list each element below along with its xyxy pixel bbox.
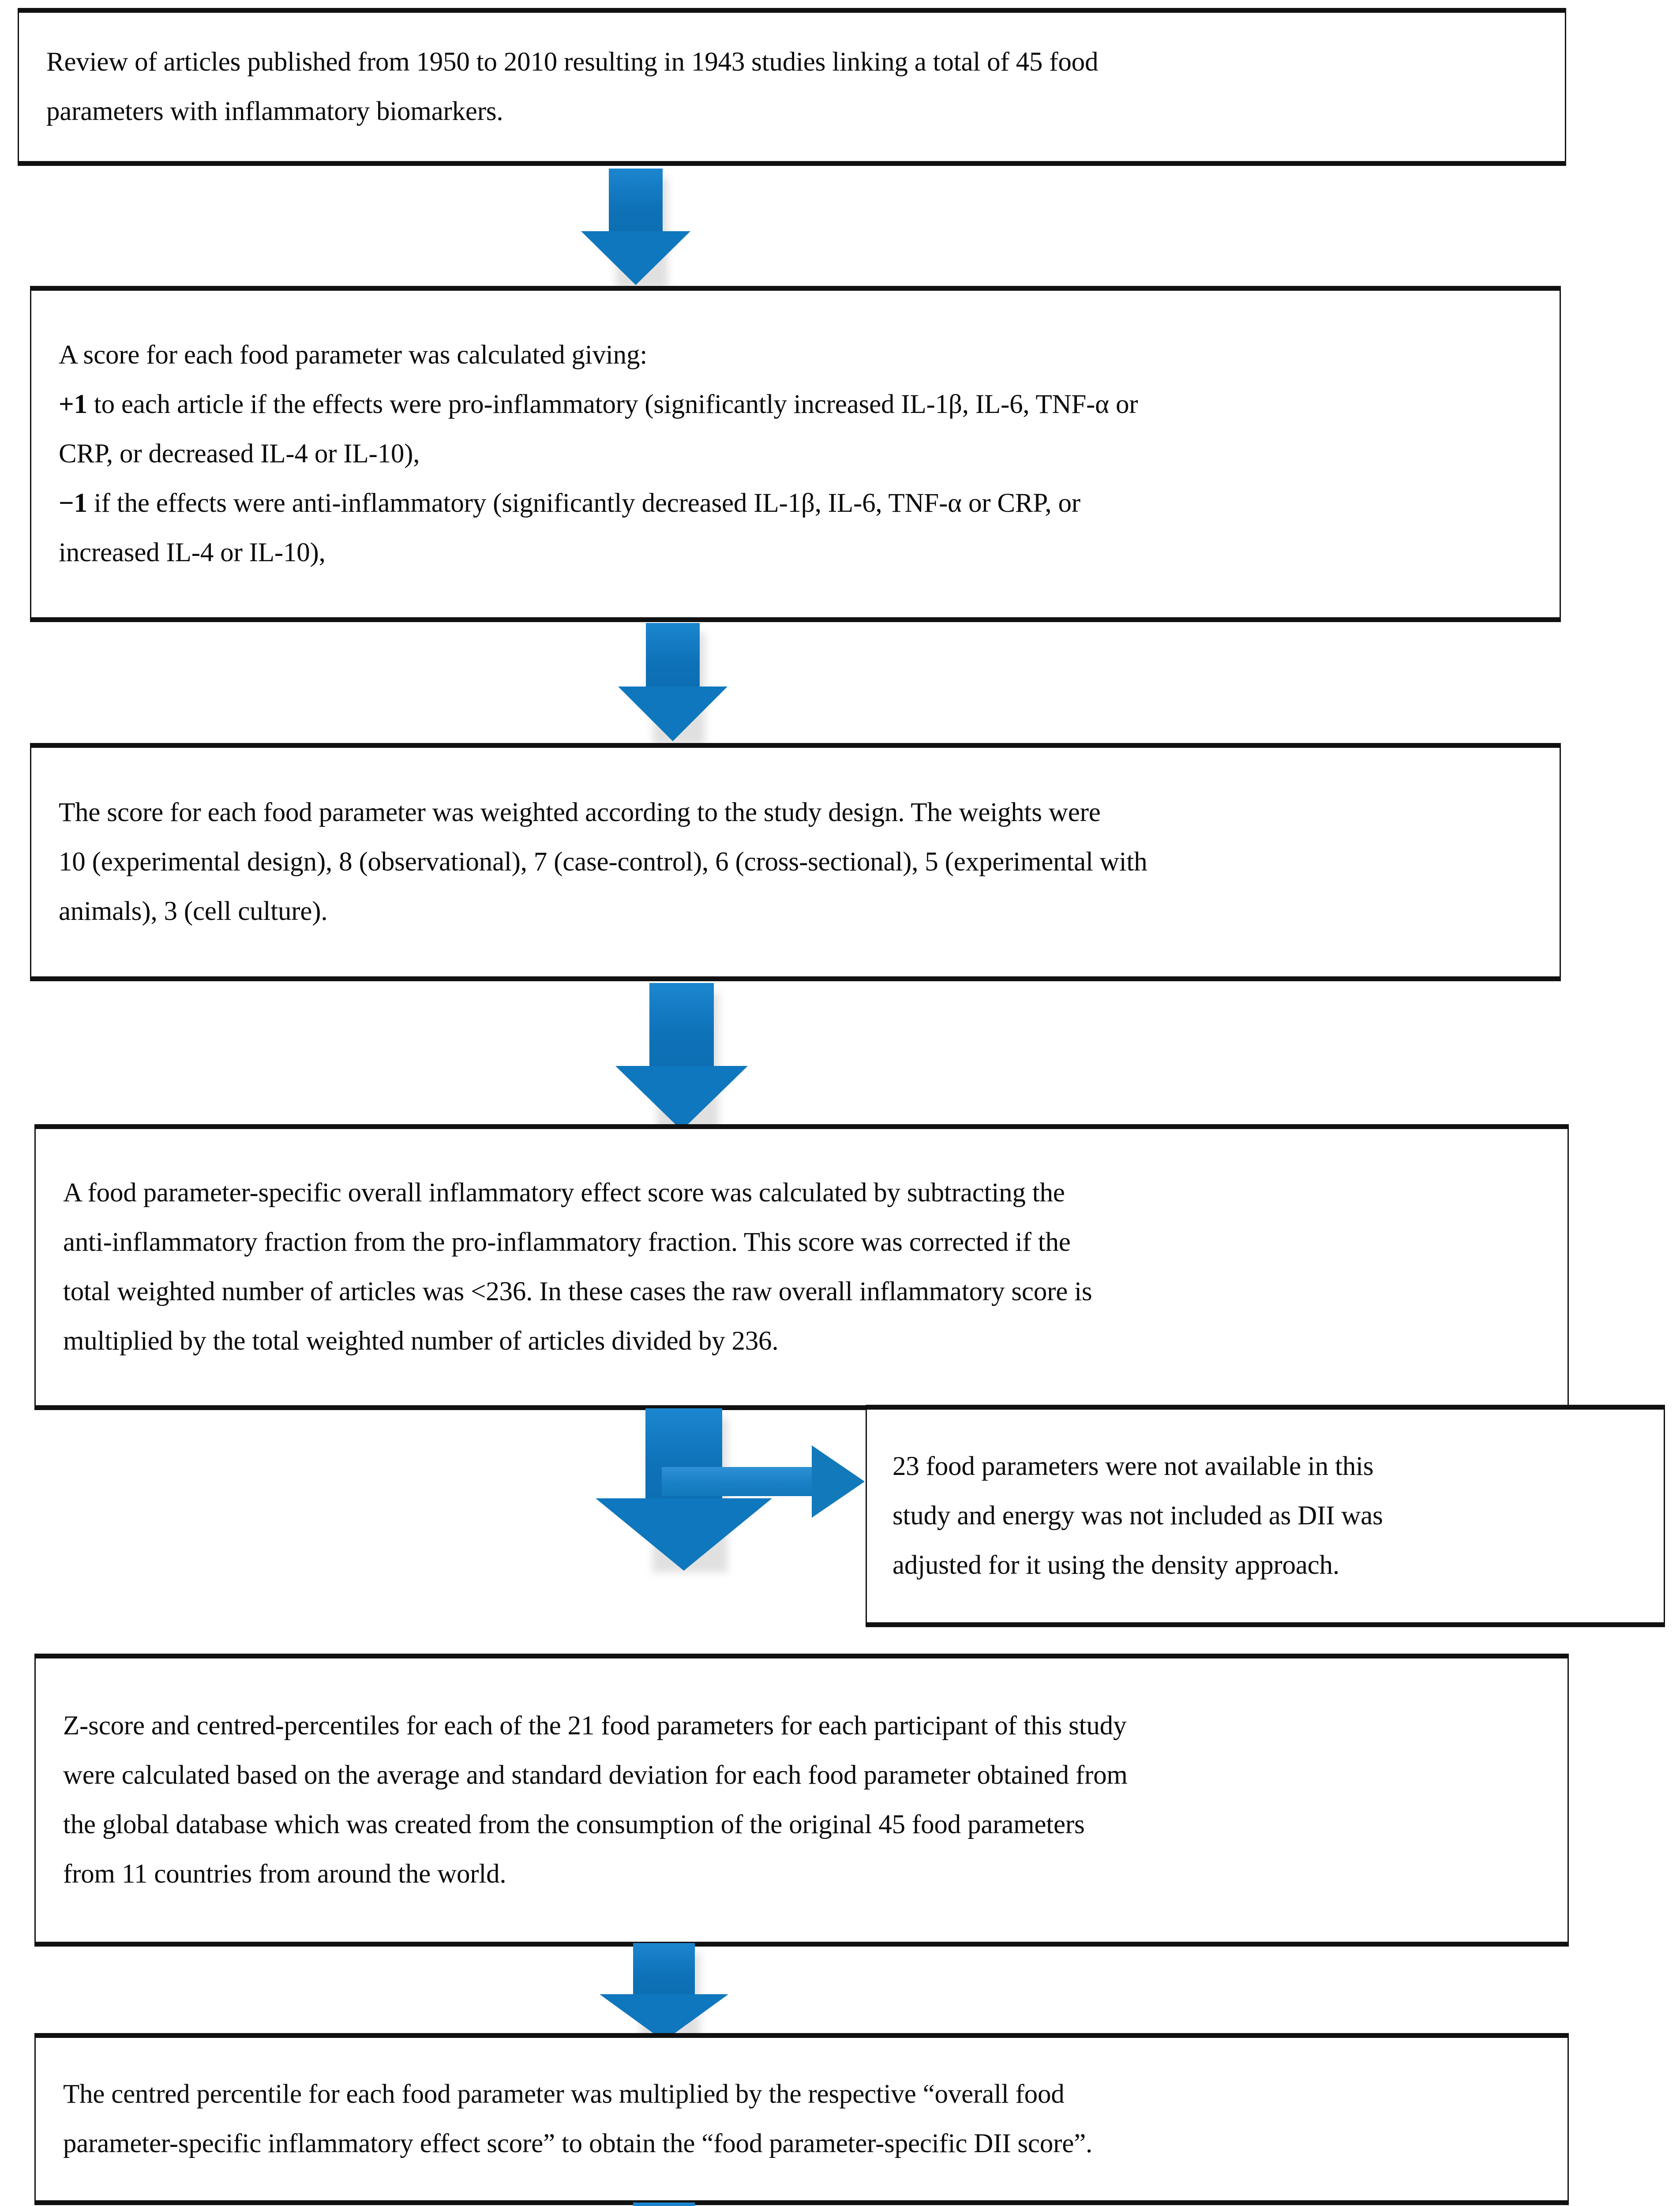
node-text-line: study and energy was not included as DII… xyxy=(892,1501,1383,1531)
arrow-shaft-horizontal xyxy=(662,1467,816,1496)
arrow-step2-to-step3 xyxy=(609,623,737,745)
arrow-head xyxy=(581,231,690,285)
arrow-step3-to-step4 xyxy=(609,983,754,1132)
arrow-head xyxy=(618,687,728,741)
flow-node-food-parameter-specific-dii-score: The centred percentile for each food par… xyxy=(34,2033,1569,2205)
node-text-line: parameters with inflammatory biomarkers. xyxy=(46,97,503,126)
score-minus-one-text: if the effects were anti-inflammatory (s… xyxy=(87,488,1080,518)
flow-node-unavailable-parameters-note: 23 food parameters were not available in… xyxy=(866,1405,1665,1627)
score-plus-one-text: to each article if the effects were pro-… xyxy=(87,390,1138,419)
flow-node-study-design-weighting: The score for each food parameter was we… xyxy=(30,743,1561,981)
arrow-shaft xyxy=(609,169,663,234)
flow-node-score-calculation: A score for each food parameter was calc… xyxy=(30,286,1561,622)
node-text-line: The centred percentile for each food par… xyxy=(63,2079,1065,2109)
arrow-head xyxy=(615,1066,748,1130)
flow-node-review-of-articles: Review of articles published from 1950 t… xyxy=(18,8,1566,166)
node-text-line-minus-one: −1 if the effects were anti-inflammatory… xyxy=(59,479,1536,528)
node-text-line: 10 (experimental design), 8 (observation… xyxy=(59,847,1148,877)
node-text-line: anti-inflammatory fraction from the pro-… xyxy=(63,1227,1071,1257)
arrow-step5-to-step6 xyxy=(591,1943,737,2045)
node-text-line: A score for each food parameter was calc… xyxy=(59,340,647,370)
node-text-line: total weighted number of articles was <2… xyxy=(63,1277,1092,1306)
node-text-line: increased IL-4 or IL-10), xyxy=(59,538,326,567)
node-text-line: parameter-specific inflammatory effect s… xyxy=(63,2129,1092,2158)
node-text-line: The score for each food parameter was we… xyxy=(59,798,1101,827)
node-text-line: adjusted for it using the density approa… xyxy=(892,1550,1339,1580)
flow-node-z-score-and-centred-percentiles: Z-score and centred-percentiles for each… xyxy=(34,1654,1569,1947)
node-text-line: were calculated based on the average and… xyxy=(63,1760,1128,1790)
node-text-line: the global database which was created fr… xyxy=(63,1810,1085,1839)
node-text-line: A food parameter-specific overall inflam… xyxy=(63,1178,1065,1208)
score-minus-one-label: −1 xyxy=(59,488,87,518)
node-text-line: Z-score and centred-percentiles for each… xyxy=(63,1711,1127,1741)
node-text-line: from 11 countries from around the world. xyxy=(63,1859,506,1889)
node-text-line: CRP, or decreased IL-4 or IL-10), xyxy=(59,439,420,469)
node-text-line: animals), 3 (cell culture). xyxy=(59,897,328,926)
arrow-step4-to-side-note xyxy=(662,1437,874,1526)
arrow-step1-to-step2 xyxy=(572,169,700,289)
score-plus-one-label: +1 xyxy=(59,390,87,419)
node-text-line: 23 food parameters were not available in… xyxy=(892,1452,1374,1481)
arrow-shaft xyxy=(633,2202,695,2206)
node-text-line: multiplied by the total weighted number … xyxy=(63,1326,779,1356)
node-text-line-plus-one: +1 to each article if the effects were p… xyxy=(59,380,1536,429)
arrow-head-horizontal xyxy=(812,1445,865,1518)
arrow-shaft xyxy=(646,623,700,689)
arrow-step6-to-step7 xyxy=(591,2202,737,2206)
arrow-shaft xyxy=(649,983,714,1069)
arrow-shaft xyxy=(633,1943,695,1997)
arrow-head xyxy=(596,1498,772,1571)
flow-node-overall-inflammatory-effect-score: A food parameter-specific overall inflam… xyxy=(34,1124,1569,1410)
node-text-line: Review of articles published from 1950 t… xyxy=(46,47,1099,77)
